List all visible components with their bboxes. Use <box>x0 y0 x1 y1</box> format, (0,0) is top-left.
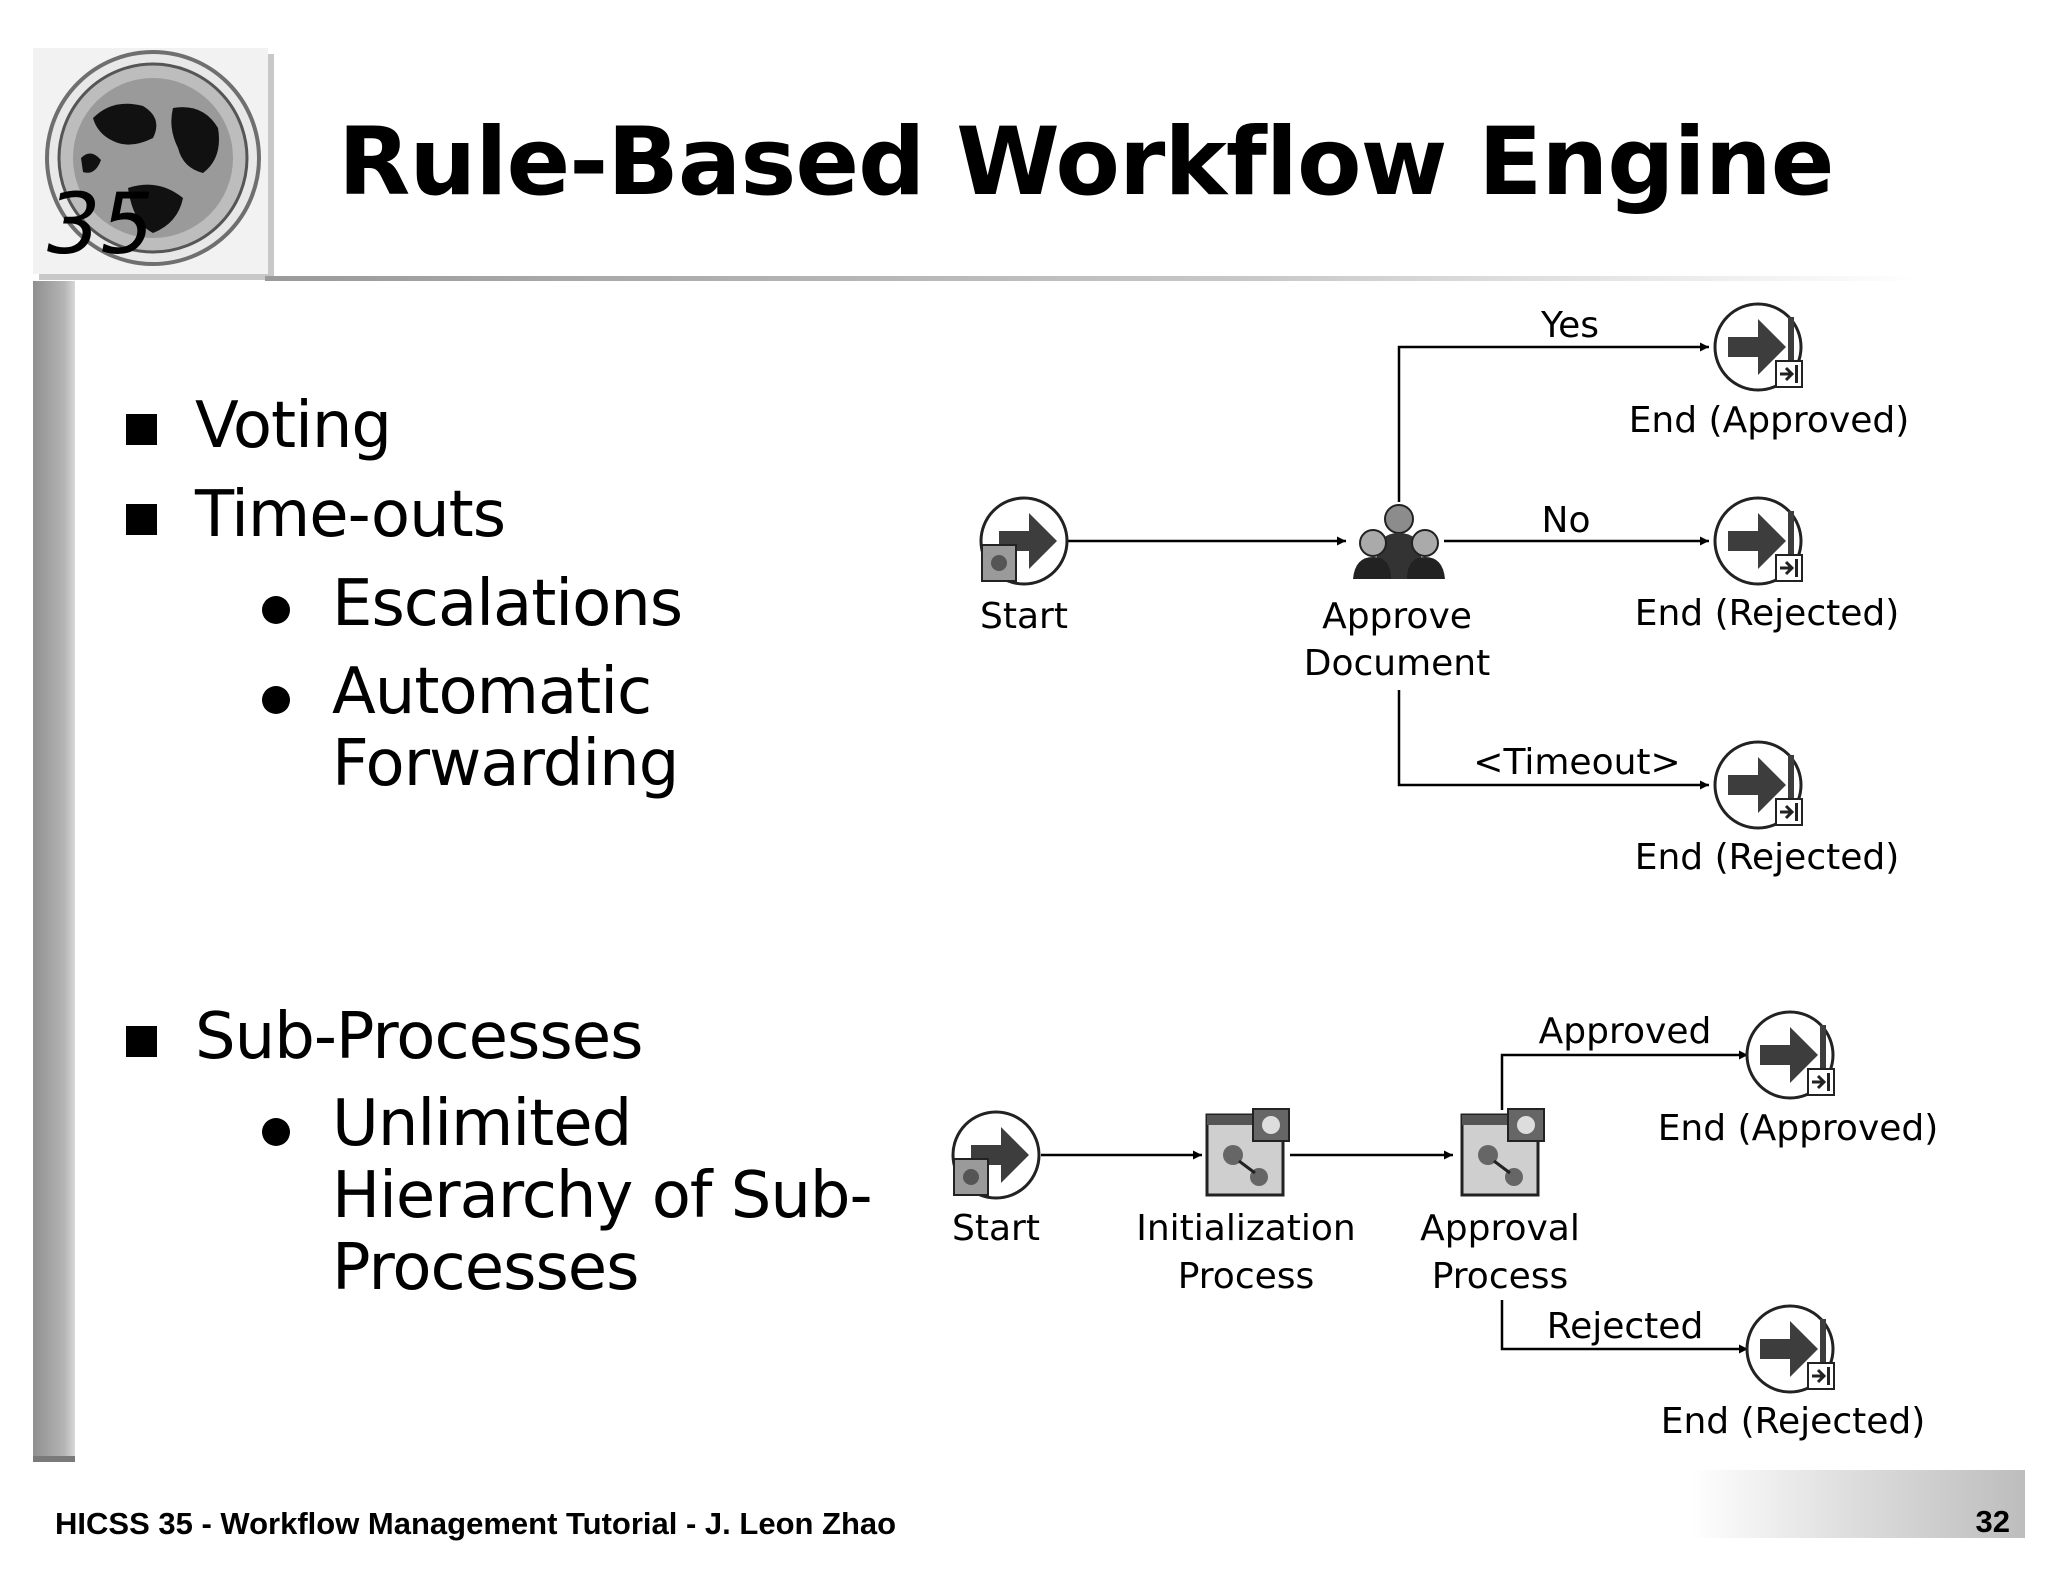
node-label-start-2: Start <box>952 1208 1040 1249</box>
bullet-line: Automatic <box>332 655 652 729</box>
bullet-time-outs: Time-outs <box>195 478 506 552</box>
edge-label-yes: Yes <box>1540 305 1599 346</box>
node-label-end-approved: End (Approved) <box>1629 400 1910 441</box>
start-arrow-icon <box>979 496 1069 586</box>
bullet-voting: Voting <box>195 389 392 463</box>
node-approval-process: Approval Process <box>1420 1107 1580 1297</box>
node-end-approved-2: End (Approved) <box>1658 1010 1939 1149</box>
edge-label-rejected: Rejected <box>1547 1306 1704 1347</box>
left-bar-edge <box>33 1456 75 1462</box>
end-arrow-icon <box>1745 1304 1836 1394</box>
bullet-line: Processes <box>332 1231 639 1305</box>
bullet-unlimited-hierarchy: Unlimited Hierarchy of Sub- Processes <box>332 1087 873 1305</box>
people-icon <box>1352 504 1446 580</box>
edge-label-timeout: <Timeout> <box>1473 742 1680 783</box>
edge-timeout <box>1397 690 1709 790</box>
logo-number: 35 <box>47 175 154 273</box>
edge-yes <box>1397 342 1709 502</box>
slide-title: Rule-Based Workflow Engine <box>338 108 1834 217</box>
node-label-approval-process: Process <box>1432 1256 1569 1297</box>
end-arrow-icon <box>1713 496 1804 586</box>
bullet-automatic-forwarding: Automatic Forwarding <box>332 655 679 801</box>
node-end-approved: End (Approved) <box>1629 302 1910 441</box>
square-bullet-icon <box>126 1026 157 1057</box>
edge-approved <box>1500 1050 1748 1110</box>
footer-text: HICSS 35 - Workflow Management Tutorial … <box>55 1506 897 1541</box>
round-bullet-icon <box>262 686 290 714</box>
node-label-initialization: Initialization <box>1136 1208 1356 1249</box>
bullet-list: Voting Time-outs Escalations Automatic F… <box>0 0 880 1400</box>
process-icon <box>1460 1107 1546 1197</box>
node-start-2: Start <box>951 1110 1041 1249</box>
node-label-end-timeout: End (Rejected) <box>1635 837 1900 878</box>
node-label-end-rejected: End (Rejected) <box>1635 593 1900 634</box>
bullet-escalations: Escalations <box>332 567 683 641</box>
node-end-rejected: End (Rejected) <box>1635 496 1900 634</box>
edge-rejected <box>1500 1300 1748 1354</box>
end-arrow-icon <box>1713 740 1804 830</box>
page-number: 32 <box>1975 1504 2010 1539</box>
node-label-start: Start <box>980 596 1068 637</box>
node-label-end-approved-2: End (Approved) <box>1658 1108 1939 1149</box>
approval-workflow-diagram: Yes No <Timeout> Start Approve Document … <box>979 302 1910 878</box>
start-arrow-icon <box>951 1110 1041 1200</box>
process-icon <box>1205 1107 1291 1197</box>
conference-logo: 35 <box>33 48 268 274</box>
node-label-approve: Approve <box>1322 596 1472 637</box>
square-bullet-icon <box>126 414 157 445</box>
node-end-rejected-2: End (Rejected) <box>1661 1304 1926 1442</box>
round-bullet-icon <box>262 1118 290 1146</box>
node-label-end-rejected-2: End (Rejected) <box>1661 1401 1926 1442</box>
node-label-document: Document <box>1304 643 1491 684</box>
end-arrow-icon <box>1713 302 1804 392</box>
round-bullet-icon <box>262 596 290 624</box>
end-arrow-icon <box>1745 1010 1836 1100</box>
edge-label-no: No <box>1542 500 1591 541</box>
left-decorative-bar <box>33 281 75 1461</box>
node-label-approval: Approval <box>1420 1208 1580 1249</box>
node-initialization-process: Initialization Process <box>1136 1107 1356 1297</box>
edge-label-approved: Approved <box>1539 1011 1712 1052</box>
square-bullet-icon <box>126 504 157 535</box>
subprocess-workflow-diagram: Approved Rejected Start Initialization P… <box>951 1010 1939 1442</box>
bullet-sub-processes: Sub-Processes <box>195 1000 643 1074</box>
node-end-rejected-timeout: End (Rejected) <box>1635 740 1900 878</box>
node-approve-document: Approve Document <box>1304 504 1491 684</box>
node-label-process: Process <box>1178 1256 1315 1297</box>
bullet-line: Unlimited <box>332 1087 632 1161</box>
node-start: Start <box>979 496 1069 637</box>
footer-gradient <box>1690 1470 2025 1538</box>
title-divider <box>265 276 1920 281</box>
bullet-line: Hierarchy of Sub- <box>332 1159 873 1233</box>
globe-icon: 35 <box>45 50 261 273</box>
bullet-line: Forwarding <box>332 727 679 801</box>
